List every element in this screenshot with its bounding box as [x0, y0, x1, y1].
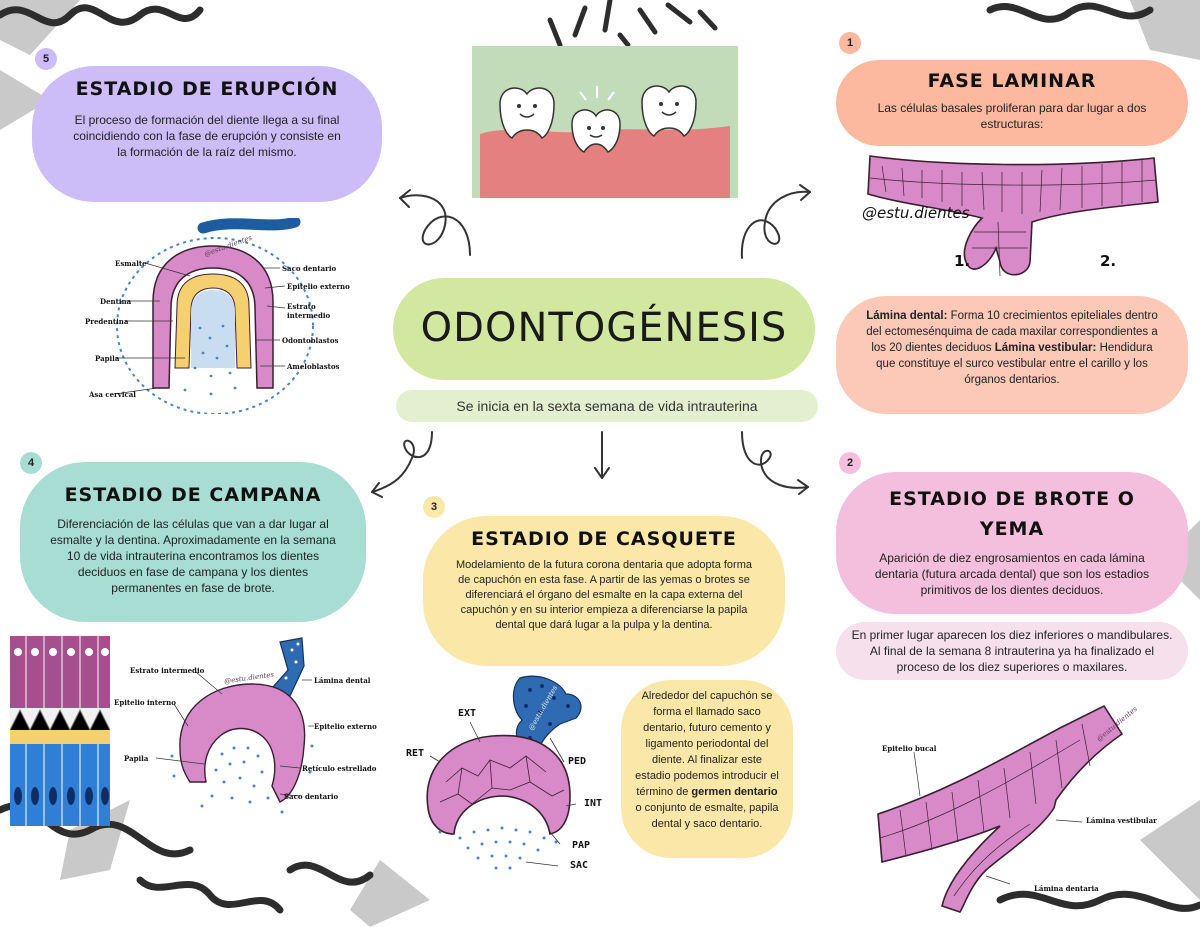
- brote-diagram: [877, 704, 1124, 913]
- campana-label-papila: Papila: [124, 754, 149, 763]
- erupcion-text: El proceso de formación del diente llega…: [73, 113, 341, 159]
- laminar-label-2: 2.: [1100, 252, 1117, 270]
- laminar-text: Las células basales proliferan para dar …: [877, 101, 1147, 131]
- brote-label-lamina-vestibular: Lámina vestibular: [1086, 816, 1157, 825]
- casquete-label-int: INT: [584, 798, 603, 809]
- casquete-label-ret: RET: [406, 748, 425, 759]
- erupcion-label-dentina: Dentina: [100, 297, 132, 306]
- stage-number-4: 4: [20, 452, 42, 474]
- casquete-card: ESTADIO DE CASQUETE Modelamiento de la f…: [423, 516, 785, 666]
- laminar-detail-dental: Forma 10 crecimientos epiteliales dentro…: [866, 310, 1158, 354]
- erupcion-label-asa-cervical: Asa cervical: [89, 390, 136, 399]
- brote-note-card: En primer lugar aparecen los diez inferi…: [836, 622, 1188, 680]
- erupcion-label-predentina: Predentina: [85, 317, 129, 326]
- erupcion-card: ESTADIO DE ERUPCIÓN El proceso de formac…: [32, 66, 382, 202]
- campana-diagram: [155, 637, 314, 814]
- erupcion-diagram: [114, 216, 314, 415]
- laminar-term-vestibular: Lámina vestibular:: [994, 342, 1097, 354]
- campana-label-epitelio-interno: Epitelio interno: [114, 698, 176, 707]
- erupcion-figure: Esmalte Saco dentario Epitelio externo D…: [85, 216, 367, 415]
- stage-number-3: 3: [423, 496, 445, 518]
- erupcion-label-estrato: Estrato intermedio: [287, 302, 331, 320]
- laminar-detail-text: Lámina dental: Forma 10 crecimientos epi…: [862, 308, 1162, 388]
- casquete-text: Modelamiento de la futura corona dentari…: [456, 559, 752, 631]
- casquete-label-sac: SAC: [570, 860, 589, 871]
- brote-label-lamina-dentaria: Lámina dentaria: [1034, 884, 1099, 893]
- brote-card: ESTADIO DE BROTE O YEMA Aparición de die…: [836, 472, 1188, 614]
- laminar-figure: @estu.dientes 1. 2.: [862, 152, 1162, 284]
- casquete-side-text-b: o conjunto de esmalte, papila dental y s…: [635, 802, 779, 830]
- campana-card: ESTADIO DE CAMPANA Diferenciación de las…: [20, 462, 366, 622]
- casquete-label-ped: PED: [568, 756, 587, 767]
- laminar-diagram: [867, 155, 1159, 277]
- erupcion-label-odontoblastos: Odontoblastos: [282, 336, 339, 345]
- campana-label-estrato: Estrato intermedio: [130, 666, 205, 675]
- erupcion-label-epitelio-externo: Epitelio externo: [287, 282, 350, 291]
- brote-figure: Epitelio bucal Lámina vestibular Lámina …: [860, 700, 1190, 915]
- casquete-label-ext: EXT: [458, 708, 477, 719]
- laminar-detail-vestibular: Hendidura que constituye el surco vestib…: [876, 342, 1153, 386]
- ameloblast-cells-diagram: [9, 636, 111, 826]
- happy-teeth-illustration: [480, 85, 730, 198]
- erupcion-label-papila: Papila: [95, 354, 120, 363]
- casquete-side-text-a: Alrededor del capuchón se forma el llama…: [635, 690, 779, 798]
- stage-number-2: 2: [839, 452, 861, 474]
- casquete-side-text: Alrededor del capuchón se forma el llama…: [635, 688, 779, 832]
- campana-label-lamina: Lámina dental: [314, 676, 371, 685]
- campana-cells-figure: [9, 636, 111, 826]
- campana-label-reticulo: Retículo estrellado: [302, 764, 377, 773]
- brote-note-text: En primer lugar aparecen los diez inferi…: [851, 628, 1173, 674]
- subtitle-pill: Se inicia en la sexta semana de vida int…: [396, 390, 818, 422]
- erupcion-title: ESTADIO DE ERUPCIÓN: [75, 78, 339, 100]
- erupcion-label-esmalte: Esmalte: [115, 259, 147, 268]
- casquete-side-term: germen dentario: [691, 786, 778, 798]
- laminar-label-1: 1.: [954, 252, 971, 270]
- laminar-title: FASE LAMINAR: [927, 70, 1097, 92]
- erupcion-label-saco: Saco dentario: [282, 264, 337, 273]
- erupcion-label-ameloblastos: Ameloblastos: [287, 362, 340, 371]
- laminar-detail-card: Lámina dental: Forma 10 crecimientos epi…: [836, 296, 1188, 414]
- stage-number-5: 5: [35, 48, 57, 70]
- casquete-side-card: Alrededor del capuchón se forma el llama…: [621, 680, 793, 858]
- brote-title: ESTADIO DE BROTE O YEMA: [889, 488, 1135, 540]
- campana-label-saco: Saco dentario: [284, 792, 339, 801]
- casquete-diagram: [426, 675, 582, 870]
- page-title: ODONTOGÉNESIS: [420, 305, 788, 351]
- page-subtitle: Se inicia en la sexta semana de vida int…: [456, 398, 758, 414]
- casquete-figure: EXT RET PED INT PAP SAC @estu.dientes: [400, 672, 615, 880]
- casquete-title: ESTADIO DE CASQUETE: [471, 528, 737, 550]
- title-pill: ODONTOGÉNESIS: [393, 278, 815, 380]
- campana-title: ESTADIO DE CAMPANA: [64, 484, 322, 506]
- campana-text: Diferenciación de las células que van a …: [50, 517, 336, 595]
- laminar-term-dental: Lámina dental:: [866, 310, 948, 322]
- brote-text: Aparición de diez engrosamientos en cada…: [874, 551, 1150, 597]
- brote-label-epitelio-bucal: Epitelio bucal: [882, 744, 937, 753]
- campana-label-epitelio-externo: Epitelio externo: [314, 722, 377, 731]
- laminar-watermark: @estu.dientes: [862, 204, 970, 222]
- campana-figure: Estrato intermedio Lámina dental Epiteli…: [112, 636, 377, 816]
- laminar-card: FASE LAMINAR Las células basales prolife…: [836, 60, 1188, 146]
- stage-number-1: 1: [839, 32, 861, 54]
- center-cartoon: [472, 46, 738, 198]
- casquete-label-pap: PAP: [572, 840, 591, 851]
